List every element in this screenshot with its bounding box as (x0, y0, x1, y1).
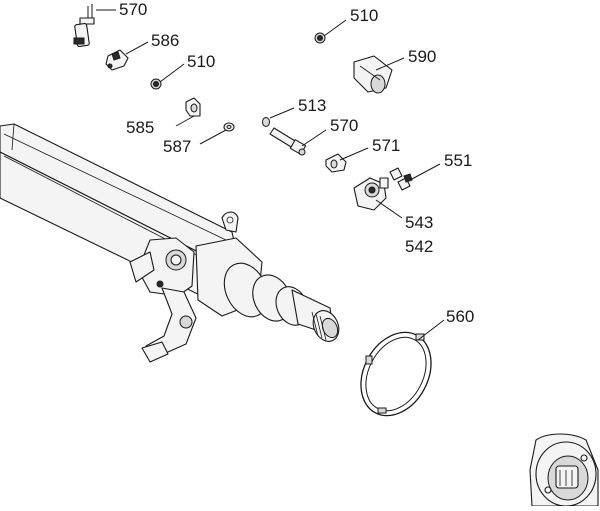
part-571-sleeve (325, 153, 347, 173)
part-587-washer (223, 122, 235, 132)
callout-labels: 570 586 510 585 587 513 570 510 590 571 … (119, 0, 474, 326)
hub-cap (529, 433, 599, 507)
callout-543: 543 (405, 213, 433, 232)
brake-spider (129, 237, 197, 363)
callout-590: 590 (408, 47, 436, 66)
leader-lines (96, 9, 445, 341)
callout-510-left: 510 (187, 52, 215, 71)
part-543-542-assembly (353, 177, 389, 211)
callout-570-mid: 570 (330, 116, 358, 135)
part-551-fittings (389, 167, 413, 191)
callout-571: 571 (372, 136, 400, 155)
callout-560: 560 (446, 307, 474, 326)
callout-513: 513 (298, 96, 326, 115)
callout-542: 542 (405, 237, 433, 256)
callout-551: 551 (444, 151, 472, 170)
axle-spindle (195, 237, 340, 342)
part-570-sensor-pin (269, 127, 307, 156)
part-586-clip (105, 49, 129, 71)
callout-510-right: 510 (350, 6, 378, 25)
part-510-bolt-left (150, 78, 162, 90)
part-590-bracket (353, 55, 393, 94)
part-510-bolt-right (314, 32, 326, 44)
callout-570-top: 570 (119, 0, 147, 19)
part-560-tone-ring (360, 331, 432, 417)
callout-586: 586 (151, 31, 179, 50)
callout-587: 587 (163, 137, 191, 156)
part-570-sensor-top (73, 4, 95, 48)
callout-585: 585 (126, 118, 154, 137)
part-585-block (185, 97, 201, 117)
part-513-oring (262, 117, 270, 127)
